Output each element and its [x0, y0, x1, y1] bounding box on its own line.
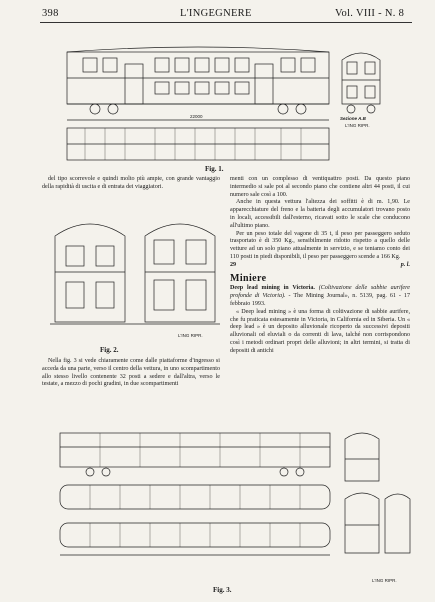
- figure-1-caption: Fig. 1.: [205, 165, 224, 173]
- left-column-top: del tipo scorrevole e quindi molto più a…: [42, 176, 220, 192]
- fig3-credit: L'ING RIPR.: [372, 578, 397, 583]
- figure-1-drawing: 22000 Sezione A.B L'ING RIPR.: [55, 34, 400, 164]
- figure-2-drawing: [50, 210, 220, 330]
- fig2-credit: L'ING RIPR.: [178, 333, 203, 338]
- article-paragraph: « Deep lead mining » è una forma di colt…: [230, 308, 410, 354]
- article-title-italian: (Coltivazione delle sabbie aurifere prof…: [230, 285, 410, 300]
- fig1-length-label: 22000: [190, 114, 203, 119]
- figure-3-drawing: [40, 425, 412, 575]
- signature-initials: p. l.: [400, 261, 410, 268]
- article-source: - The Mining Journal», n. 5139, pag. 61 …: [230, 293, 410, 307]
- section-title: Miniere: [230, 272, 267, 284]
- fig1-credit: L'ING RIPR.: [345, 123, 370, 128]
- right-paragraph-1: menti con un complesso di ventiquattro p…: [230, 176, 410, 198]
- page-number: 398: [42, 8, 59, 19]
- header-rule: [40, 22, 412, 23]
- left-paragraph-1: del tipo scorrevole e quindi molto più a…: [42, 176, 220, 190]
- right-column: menti con un complesso di ventiquattro p…: [230, 176, 410, 356]
- left-column-bottom: Nella fig. 3 si vede chiaramente come da…: [42, 358, 220, 389]
- right-paragraph-2: Anche in questa vettura l'altezza dei so…: [230, 199, 410, 229]
- figure-3-caption: Fig. 3.: [213, 586, 232, 594]
- right-paragraph-3: Per un peso totale del vagone di 35 t, i…: [230, 230, 410, 260]
- article-title: Deep lead mining in Victoria.: [230, 285, 315, 292]
- volume-number: Vol. VIII - N. 8: [335, 8, 405, 19]
- signature-line: 29 p. l.: [230, 262, 410, 270]
- signature-number: 29: [230, 261, 237, 268]
- journal-title: L'INGEGNERE: [180, 8, 252, 19]
- fig1-section-label: Sezione A.B: [340, 116, 367, 121]
- left-paragraph-2: Nella fig. 3 si vede chiaramente come da…: [42, 358, 220, 388]
- figure-2-caption: Fig. 2.: [100, 346, 119, 354]
